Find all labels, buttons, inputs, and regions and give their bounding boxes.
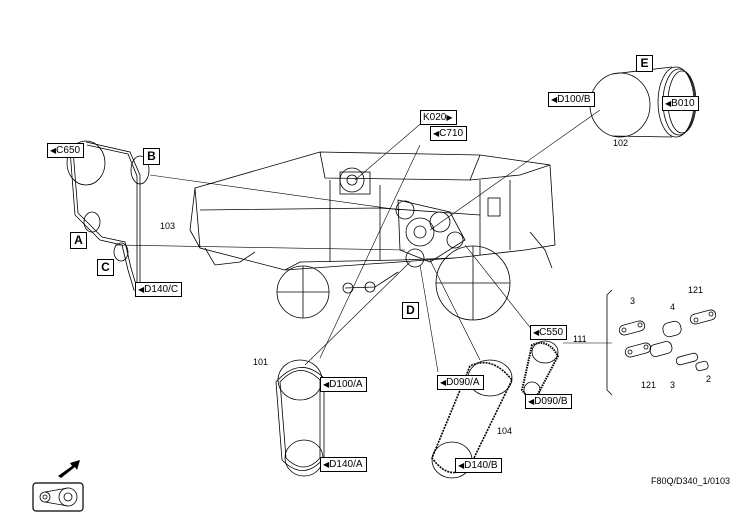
combine-harvester [189, 151, 556, 321]
ref-label-d090b: ◀D090/B [525, 394, 572, 409]
marker-b: B [143, 148, 160, 165]
ref-label-c550: ◀C550 [530, 325, 568, 340]
part-number-101: 101 [253, 357, 269, 367]
belt-drive-icon [32, 482, 84, 512]
figure-code: F80Q/D340_1/0103 [651, 476, 731, 486]
ref-label-d140a: ◀D140/A [320, 457, 367, 472]
ref-label-c710: ◀C710 [430, 126, 468, 141]
marker-c: C [97, 259, 114, 276]
ref-label-d140c: ◀D140/C [135, 282, 183, 297]
ref-label-k020: K020▶ [420, 110, 457, 125]
part-number-121-top: 121 [688, 285, 704, 295]
marker-e: E [636, 55, 653, 72]
ref-label-c650: ◀C650 [47, 143, 85, 158]
ref-label-d100a: ◀D100/A [320, 377, 367, 392]
part-number-111: 111 [573, 334, 587, 344]
direction-arrow-icon [58, 460, 80, 478]
chain-links [606, 289, 717, 396]
belt-101 [275, 359, 325, 477]
chain-111 [520, 340, 560, 399]
part-number-2: 2 [706, 374, 712, 384]
part-number-3-bottom: 3 [670, 380, 676, 390]
ref-label-d100b: ◀D100/B [548, 92, 595, 107]
ref-label-b010: ◀B010 [662, 96, 699, 111]
part-number-104: 104 [497, 426, 513, 436]
leader-lines [114, 109, 612, 373]
part-number-102: 102 [613, 138, 629, 148]
part-number-3-top: 3 [630, 296, 636, 306]
marker-a: A [70, 232, 87, 249]
part-number-4: 4 [670, 302, 676, 312]
part-number-103: 103 [160, 221, 176, 231]
part-number-121-bottom: 121 [641, 380, 657, 390]
ref-label-d140b: ◀D140/B [455, 458, 502, 473]
belt-103 [66, 140, 150, 291]
marker-d: D [402, 302, 419, 319]
ref-label-d090a: ◀D090/A [437, 375, 484, 390]
